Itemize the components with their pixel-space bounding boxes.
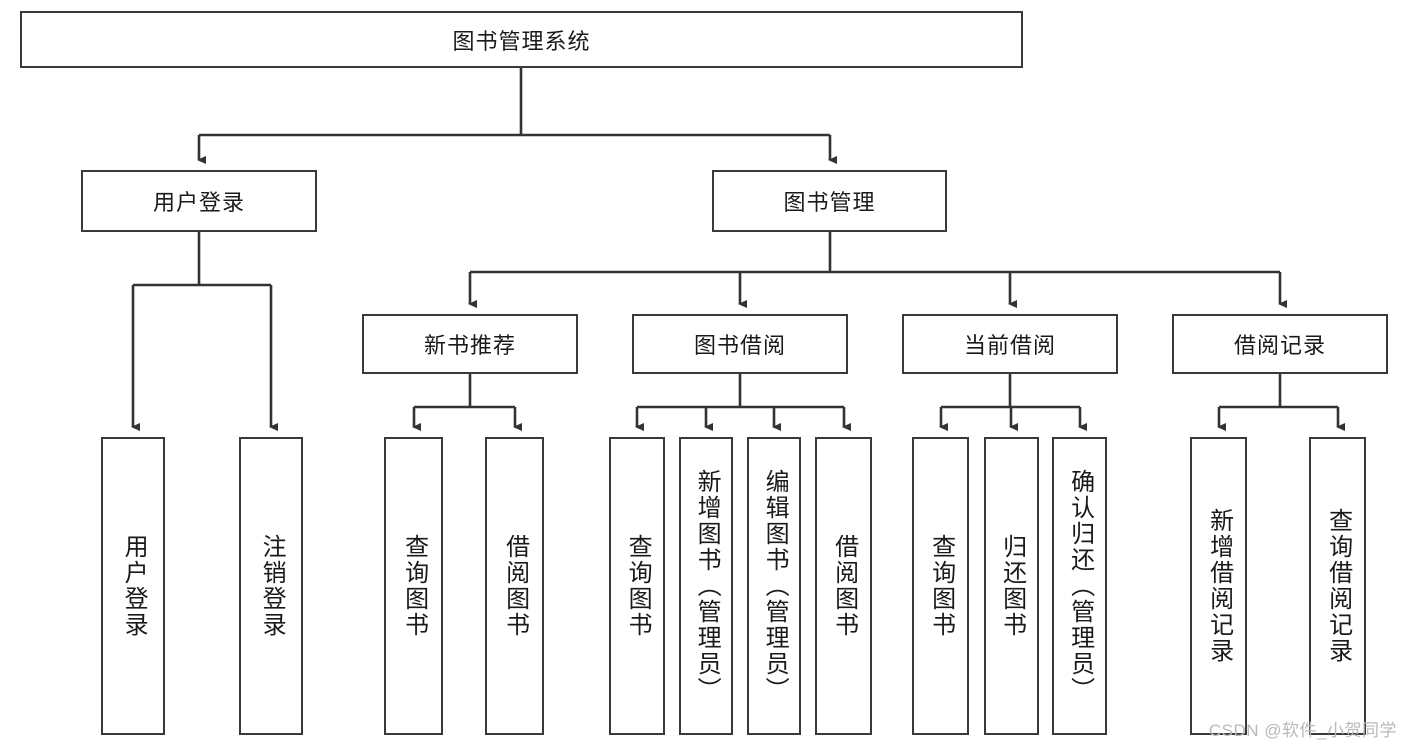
node-label: 借阅记录 xyxy=(1233,333,1326,358)
csdn-watermark: CSDN @软件_小贺同学 xyxy=(1208,721,1397,740)
node-label: 新增借阅记录 xyxy=(1205,508,1233,664)
node-label: 新增图书（管理员） xyxy=(693,469,721,703)
node-label: 图书管理系统 xyxy=(452,28,591,54)
node-new-book-recommendation[interactable]: 新书推荐 xyxy=(362,314,578,374)
leaf-query-book-current[interactable]: 查询图书 xyxy=(912,437,969,735)
node-label: 查询图书 xyxy=(624,534,652,638)
leaf-borrow-book[interactable]: 借阅图书 xyxy=(815,437,872,735)
node-label: 注销登录 xyxy=(258,534,286,638)
node-label: 确认归还（管理员） xyxy=(1066,469,1094,703)
leaf-user-login[interactable]: 用户登录 xyxy=(101,437,165,735)
node-label: 编辑图书（管理员） xyxy=(761,469,789,703)
node-root[interactable]: 图书管理系统 xyxy=(20,11,1023,68)
leaf-confirm-return-admin[interactable]: 确认归还（管理员） xyxy=(1052,437,1107,735)
node-label: 归还图书 xyxy=(998,534,1026,638)
leaf-return-book[interactable]: 归还图书 xyxy=(984,437,1039,735)
leaf-add-book-admin[interactable]: 新增图书（管理员） xyxy=(679,437,733,735)
node-label: 用户登录 xyxy=(120,534,148,638)
node-label: 查询图书 xyxy=(400,534,428,638)
leaf-query-book-borrow[interactable]: 查询图书 xyxy=(609,437,665,735)
node-label: 图书借阅 xyxy=(693,333,786,358)
leaf-logout[interactable]: 注销登录 xyxy=(239,437,303,735)
node-label: 借阅图书 xyxy=(830,534,858,638)
node-label: 当前借阅 xyxy=(963,333,1056,358)
node-book-borrow[interactable]: 图书借阅 xyxy=(632,314,848,374)
leaf-edit-book-admin[interactable]: 编辑图书（管理员） xyxy=(747,437,801,735)
node-label: 借阅图书 xyxy=(501,534,529,638)
node-user-login[interactable]: 用户登录 xyxy=(81,170,317,232)
node-label: 图书管理 xyxy=(783,190,876,215)
leaf-add-borrow-record[interactable]: 新增借阅记录 xyxy=(1190,437,1247,735)
leaf-query-borrow-record[interactable]: 查询借阅记录 xyxy=(1309,437,1366,735)
node-current-borrow[interactable]: 当前借阅 xyxy=(902,314,1118,374)
node-book-management[interactable]: 图书管理 xyxy=(712,170,947,232)
node-borrow-record[interactable]: 借阅记录 xyxy=(1172,314,1388,374)
node-label: 查询图书 xyxy=(927,534,955,638)
leaf-borrow-book-recommendation[interactable]: 借阅图书 xyxy=(485,437,544,735)
leaf-query-book-recommendation[interactable]: 查询图书 xyxy=(384,437,443,735)
node-label: 用户登录 xyxy=(152,190,245,215)
node-label: 查询借阅记录 xyxy=(1324,508,1352,664)
node-label: 新书推荐 xyxy=(423,333,516,358)
